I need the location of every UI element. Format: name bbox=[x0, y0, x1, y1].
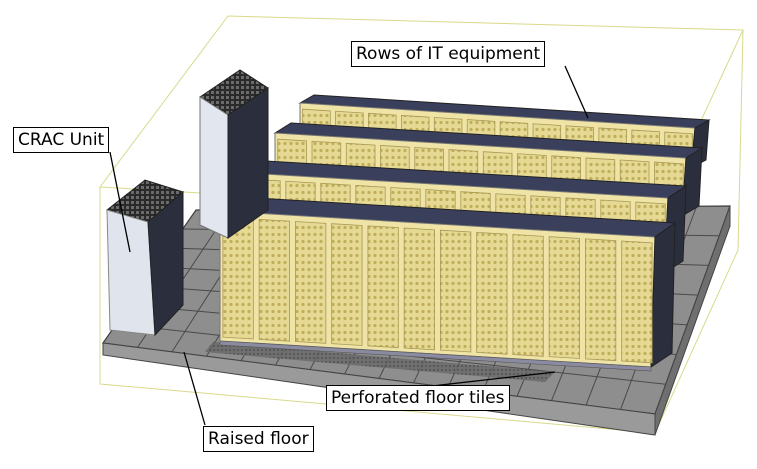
rack-cabinet bbox=[294, 221, 327, 344]
rack-cabinet bbox=[512, 234, 544, 357]
rack-cabinet bbox=[439, 229, 472, 353]
leader-line-raised bbox=[183, 351, 206, 426]
rack-cabinet bbox=[548, 236, 580, 359]
rack-cabinet bbox=[621, 240, 653, 364]
perforated-tile-strip bbox=[205, 342, 555, 382]
label-perforated-floor-tiles: Perforated floor tiles bbox=[326, 385, 510, 411]
leader-line-it-rows bbox=[564, 65, 589, 119]
label-raised-floor: Raised floor bbox=[203, 426, 314, 452]
crac-unit-front bbox=[105, 179, 185, 337]
it-equipment-rows bbox=[218, 94, 711, 372]
leader-line-crac bbox=[109, 151, 131, 253]
rack-cabinet bbox=[476, 231, 508, 355]
label-crac-unit: CRAC Unit bbox=[13, 127, 110, 153]
rack-cabinet bbox=[403, 227, 436, 351]
rack-cabinet bbox=[585, 238, 617, 362]
crac-unit-back bbox=[199, 69, 269, 239]
label-it-rows: Rows of IT equipment bbox=[351, 41, 546, 67]
rack-cabinet bbox=[331, 223, 363, 346]
leader-line-perforated bbox=[431, 371, 556, 387]
rack-row bbox=[218, 196, 677, 372]
rack-cabinet bbox=[367, 225, 399, 349]
rack-cabinet bbox=[258, 218, 291, 342]
